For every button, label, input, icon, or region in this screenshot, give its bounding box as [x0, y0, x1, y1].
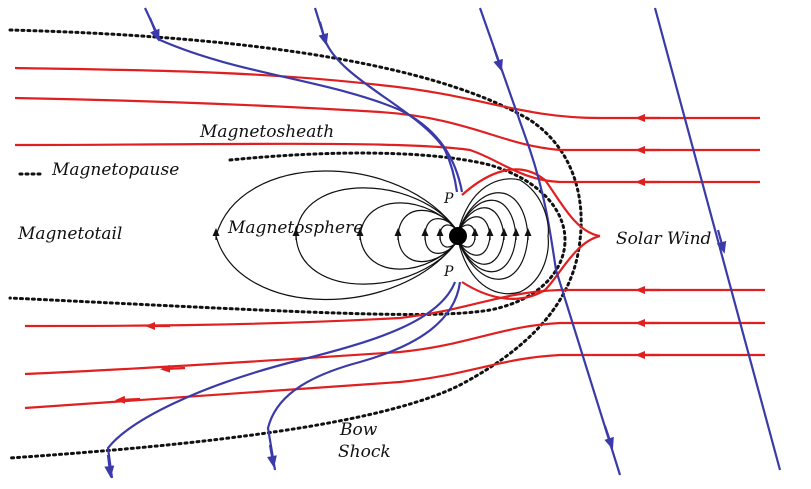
red-line-3 — [14, 142, 760, 184]
label-magnetosheath: Magnetosheath — [200, 122, 335, 142]
dipole-loop-tail-3 — [359, 202, 459, 270]
blue-line-reconnect-top-b-arrow — [148, 17, 160, 42]
magnetosphere-field-lines — [212, 170, 549, 301]
red-line-1 — [14, 66, 760, 120]
blue-line-solar-1-arrow — [716, 229, 727, 254]
blue-line-reconnect-top-b — [144, 7, 464, 193]
blue-line-solar-2 — [478, 7, 622, 476]
blue-line-reconnect-bottom-b — [106, 281, 457, 479]
red-line-5-tail-arrow — [160, 364, 186, 373]
red-line-stagnation — [461, 168, 601, 238]
label-solar-wind: Solar Wind — [616, 229, 712, 249]
label-shock: Shock — [338, 442, 391, 462]
label-magnetopause: Magnetopause — [52, 160, 180, 180]
blue-line-reconnect-bottom-a-arrow — [267, 444, 277, 468]
blue-line-solar-2-arrow — [492, 47, 503, 72]
label-magnetotail: Magnetotail — [18, 224, 123, 244]
magnetopause-boundary — [8, 151, 567, 316]
imf-lines — [104, 7, 782, 479]
blue-line-solar-1 — [653, 7, 782, 471]
blue-line-reconnect-top-a-arrow — [318, 21, 329, 46]
label-reconnection-point-top: P — [444, 191, 454, 207]
red-line-2 — [14, 96, 760, 152]
earth — [449, 227, 467, 245]
label-reconnection-point-bottom: P — [444, 264, 454, 280]
label-magnetosphere: Magnetosphere — [228, 218, 364, 238]
red-line-4 — [24, 288, 765, 328]
blue-line-solar-2-arrow-low — [603, 425, 614, 450]
bow-shock-boundary — [8, 28, 583, 460]
blue-line-reconnect-bottom-b-arrow — [104, 454, 115, 478]
red-line-5 — [24, 321, 765, 376]
blue-line-reconnect-bottom-a — [266, 281, 462, 471]
red-line-6-tail-arrow — [115, 395, 141, 404]
red-line-6 — [24, 353, 765, 410]
label-bow: Bow — [340, 420, 378, 440]
solar-wind-field-lines — [14, 66, 765, 410]
blue-line-reconnect-top-a — [313, 7, 459, 193]
dipole-loop-day-6 — [457, 178, 549, 295]
